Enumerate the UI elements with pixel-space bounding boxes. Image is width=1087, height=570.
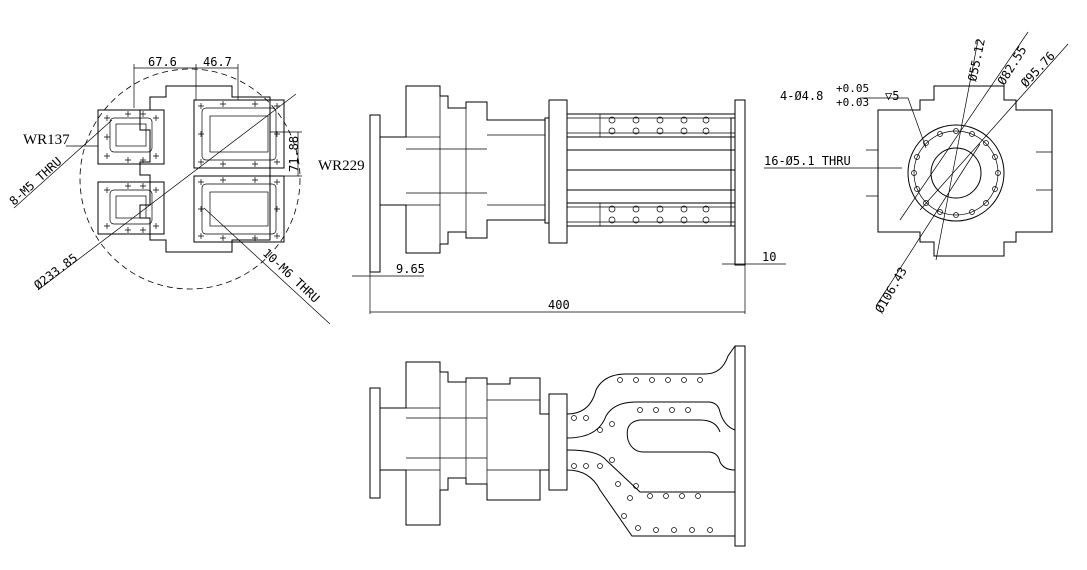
left-flange — [369, 114, 381, 273]
bottom-housing-detail — [406, 372, 540, 490]
left-dim-lines — [133, 64, 302, 177]
right-leaders — [764, 31, 1069, 307]
wr137-aperture-upper — [115, 123, 147, 147]
front-housing — [379, 85, 546, 254]
left-end-view: 67.6 46.7 71.88 WR137 8-M5 THRU Ø233.85 … — [7, 55, 331, 325]
right-spacer — [730, 117, 736, 227]
mid-spacer — [544, 117, 550, 224]
note-small-holes: 8-M5 THRU — [7, 154, 65, 208]
right-body-outline — [877, 85, 1053, 257]
dim-total-length: 400 — [548, 298, 570, 312]
bottom-view — [369, 345, 746, 547]
dim-flange-left: 9.65 — [396, 262, 425, 276]
waveguide-inner — [566, 401, 736, 493]
note-tapped-holes: 4-Ø4.8 — [780, 89, 823, 103]
bottom-mid-flange — [548, 393, 568, 491]
right-flange — [734, 99, 746, 266]
dim-flange-right: 10 — [762, 250, 776, 264]
wr229-window-lower — [201, 183, 277, 235]
left-leaders — [13, 93, 331, 325]
wr229-aperture-lower — [209, 191, 269, 227]
flange-outer — [907, 124, 1005, 222]
note-depth: ▽5 — [885, 89, 899, 103]
note-tol-upper: +0.05 — [836, 82, 869, 95]
flange-pcd — [913, 130, 999, 216]
right-flange-holes — [911, 128, 1001, 218]
wr229-flange-upper — [193, 99, 285, 169]
envelope-circle — [79, 68, 301, 290]
dim-width-b: 46.7 — [203, 55, 232, 69]
dim-dia-outer: Ø106.43 — [872, 265, 909, 316]
wr229-flange-lower — [193, 175, 285, 243]
front-dim-lines — [352, 263, 786, 314]
front-shaft-thin — [567, 114, 735, 226]
front-shafts — [567, 113, 735, 227]
wr137-flange-lower — [97, 181, 165, 235]
waveguide-outer — [566, 345, 736, 537]
wr137-aperture-lower — [115, 195, 147, 219]
note-tol-lower: +0.03 — [836, 96, 869, 109]
left-bolt-marks — [104, 101, 280, 241]
front-bolts — [608, 116, 710, 224]
bottom-waveguide-bolts — [571, 377, 713, 533]
dim-height: 71.88 — [287, 136, 301, 172]
wr137-flange-upper — [97, 109, 165, 165]
left-body-outline — [139, 85, 271, 253]
front-view: WR229 400 9.65 10 — [318, 85, 786, 314]
label-wr137: WR137 — [23, 132, 70, 148]
bottom-housing — [379, 361, 550, 526]
front-housing-detail — [406, 96, 545, 244]
wr137-window-lower — [109, 189, 153, 225]
right-end-view: Ø55.12 Ø82.55 Ø95.76 Ø106.43 4-Ø4.8 +0.0… — [764, 31, 1069, 316]
bottom-right-flange — [734, 345, 746, 547]
flange-bore — [930, 147, 982, 199]
dim-dia-inner: Ø55.12 — [965, 37, 988, 82]
label-wr229: WR229 — [318, 158, 365, 174]
wr229-aperture-upper — [209, 115, 269, 153]
note-thru-holes: 16-Ø5.1 THRU — [764, 154, 851, 168]
mid-flange — [548, 99, 568, 244]
wr137-window-upper — [109, 117, 153, 153]
dim-width-a: 67.6 — [148, 55, 177, 69]
note-large-holes: 10-M6 THRU — [260, 246, 322, 306]
note-circle-dia: Ø233.85 — [31, 251, 80, 293]
bottom-left-flange — [369, 387, 381, 499]
right-body-detail — [866, 149, 1052, 197]
